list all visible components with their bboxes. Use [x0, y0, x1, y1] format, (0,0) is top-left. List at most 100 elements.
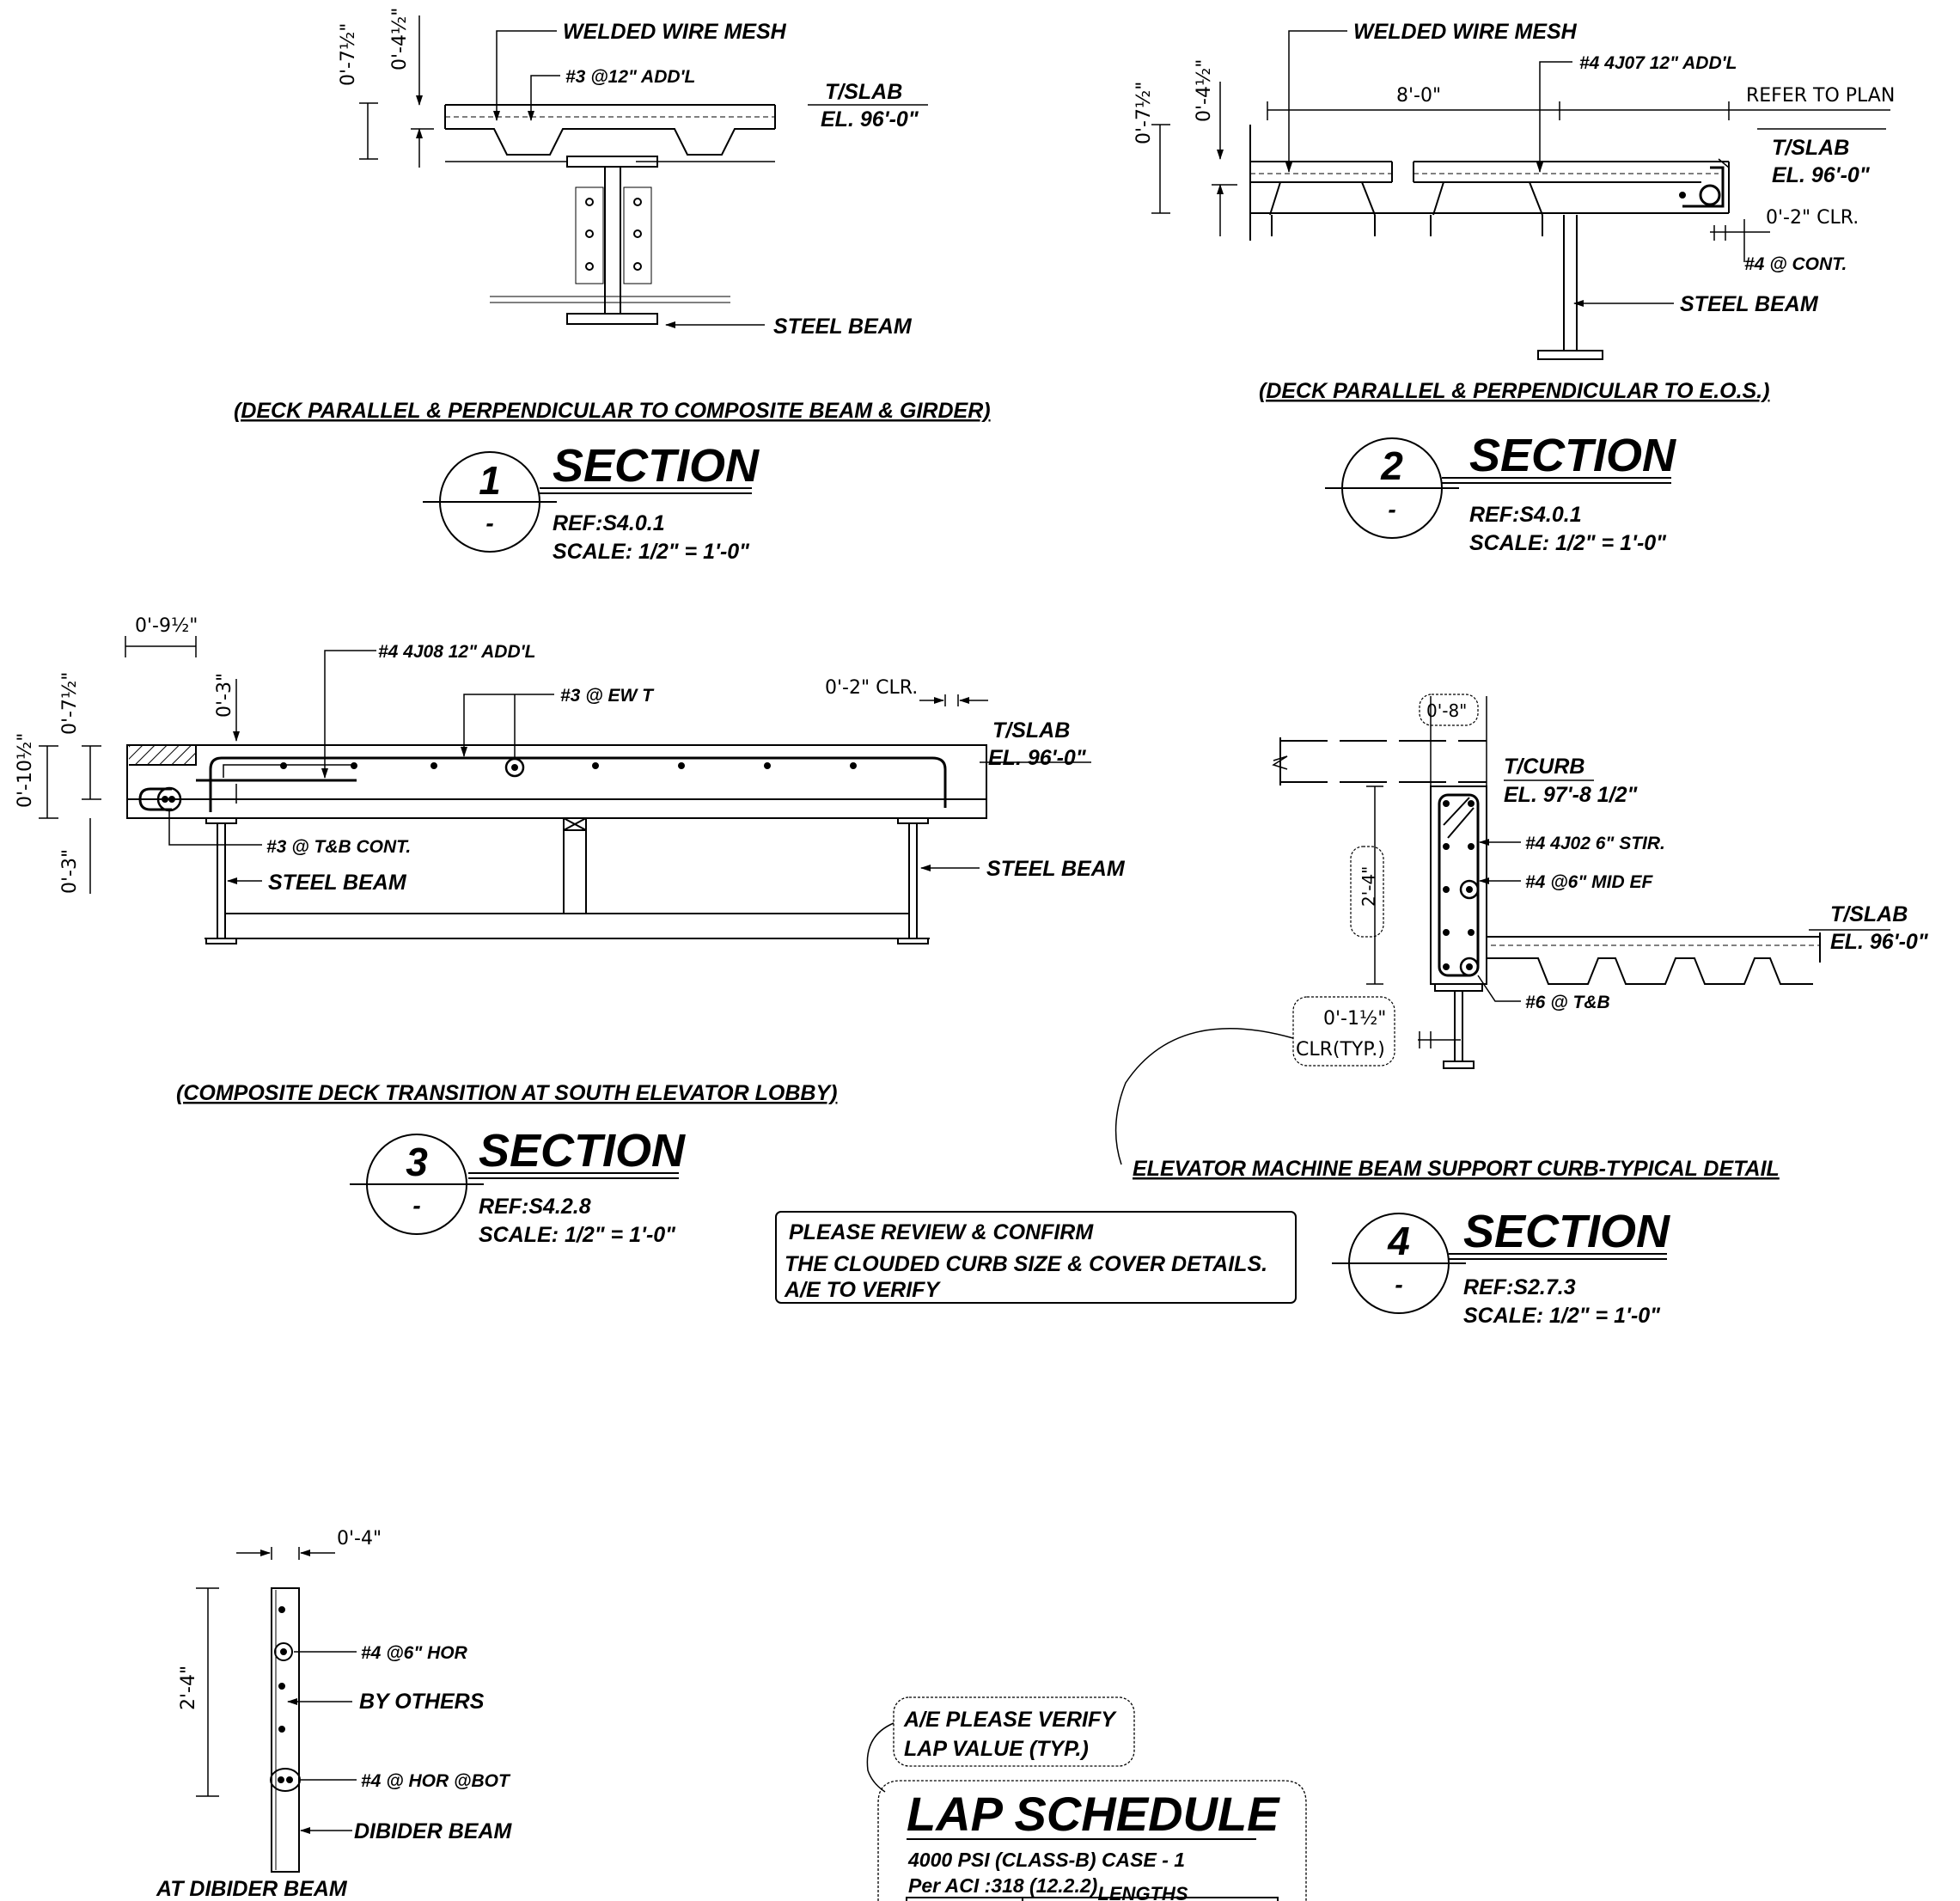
- detail-5-height: 2'-4": [178, 1666, 199, 1710]
- detail-3-steel-beams: [205, 817, 930, 944]
- detail-2-title: SECTION: [1469, 430, 1676, 481]
- detail-5-dibider-beam: 0'-4" 2'-4" #4 @6" HOR BY OTHERS #4 @ HO…: [156, 1528, 513, 1901]
- detail-4-tslab: T/SLAB: [1830, 902, 1908, 926]
- detail-3-dim-c: 0'-10½": [15, 733, 36, 808]
- detail-2-cont-bar: #4 @ CONT.: [1744, 254, 1847, 274]
- detail-4-cover-note: CLR(TYP.): [1296, 1039, 1385, 1061]
- detail-1-dim-inner: 0'-4½": [389, 8, 411, 70]
- detail-2-wwm-label: WELDED WIRE MESH: [1353, 20, 1578, 44]
- detail-3-dim-a: 0'-7½": [59, 672, 81, 735]
- detail-3-section-bubble: [350, 1134, 679, 1235]
- detail-1-ref: REF:S4.0.1: [553, 511, 665, 535]
- review-note-line3: A/E TO VERIFY: [784, 1278, 941, 1302]
- review-note-box: PLEASE REVIEW & CONFIRM THE CLOUDED CURB…: [775, 1211, 1297, 1304]
- detail-4-ref: REF:S2.7.3: [1463, 1275, 1576, 1299]
- detail-4-sheet: -: [1395, 1271, 1402, 1298]
- detail-3-dim-d: 0'-3": [59, 849, 81, 894]
- detail-3-slab: [126, 744, 987, 819]
- detail-3-dimensions: [39, 636, 988, 894]
- detail-2-number: 2: [1380, 443, 1403, 488]
- lap-schedule: LAP SCHEDULE 4000 PSI (CLASS-B) CASE - 1…: [877, 1780, 1307, 1901]
- detail-4-mid-bars: #4 @6" MID EF: [1525, 872, 1653, 892]
- detail-2-scale: SCALE: 1/2" = 1'-0": [1469, 531, 1667, 555]
- detail-1-sheet: -: [485, 510, 493, 536]
- detail-3-bar2-label: #3 @ EW T: [560, 686, 655, 706]
- detail-3-dim-top: 0'-9½": [135, 615, 198, 637]
- detail-1-elevation: EL. 96'-0": [821, 107, 919, 131]
- detail-4-height: 2'-4": [1359, 866, 1379, 907]
- detail-1-section: 0'-7½" 0'-4½" WELDED WIRE MESH #3 @12" A…: [234, 8, 991, 564]
- lap-note-line1: A/E PLEASE VERIFY: [903, 1708, 1117, 1732]
- detail-3-elevation: EL. 96'-0": [988, 746, 1087, 770]
- detail-4-cover: 0'-1½": [1323, 1008, 1386, 1030]
- detail-4-tcurb: T/CURB: [1504, 755, 1584, 779]
- detail-1-leaders: [493, 30, 928, 328]
- detail-2-sheet: -: [1388, 496, 1395, 523]
- detail-2-bar-label: #4 4J07 12" ADD'L: [1579, 53, 1737, 73]
- detail-3-tb-bar: #3 @ T&B CONT.: [266, 837, 411, 857]
- detail-3-sheet: -: [412, 1192, 420, 1219]
- detail-2-leaders: [1285, 30, 1886, 307]
- detail-1-wwm-label: WELDED WIRE MESH: [563, 20, 787, 44]
- detail-1-dim-outer: 0'-7½": [338, 23, 359, 86]
- detail-2-beam-label: STEEL BEAM: [1680, 292, 1819, 316]
- detail-2-steel-beam-shape: [1537, 212, 1603, 360]
- detail-3-tslab: T/SLAB: [992, 718, 1070, 743]
- detail-2-tslab: T/SLAB: [1772, 136, 1849, 160]
- detail-3-title: SECTION: [479, 1125, 686, 1177]
- detail-3-dim-b: 0'-3": [214, 673, 235, 718]
- detail-1-tslab: T/SLAB: [825, 80, 902, 104]
- detail-1-slab: [444, 104, 776, 162]
- lap-schedule-col-header: LENGTHS: [1097, 1883, 1188, 1901]
- detail-4-stirrup: #4 4J02 6" STIR.: [1525, 834, 1665, 853]
- lap-note-cloud: A/E PLEASE VERIFY LAP VALUE (TYP.): [866, 1696, 1135, 1793]
- detail-4-number: 4: [1387, 1219, 1410, 1263]
- detail-5-hor-bars: #4 @6" HOR: [361, 1643, 468, 1663]
- detail-2-section-bubble: [1325, 437, 1671, 539]
- detail-1-beam-label: STEEL BEAM: [773, 315, 913, 339]
- detail-5-wall: [270, 1587, 301, 1873]
- detail-5-dimensions: [196, 1547, 335, 1797]
- review-note-line1: PLEASE REVIEW & CONFIRM: [789, 1220, 1094, 1244]
- detail-1-title: SECTION: [553, 440, 760, 492]
- detail-1-dimensions: [359, 15, 434, 168]
- detail-4-steel-beam-shape: [1434, 983, 1483, 1069]
- detail-4-leaders: [1477, 779, 1890, 1002]
- detail-3-bar1-label: #4 4J08 12" ADD'L: [378, 642, 535, 662]
- detail-5-bot-bars: #4 @ HOR @BOT: [361, 1771, 511, 1791]
- detail-4-el-curb: EL. 97'-8 1/2": [1504, 783, 1639, 807]
- detail-2-slab: [1249, 125, 1730, 241]
- detail-3-leaders: [168, 650, 1091, 884]
- lap-schedule-sub2: Per ACI :318 (12.2.2): [908, 1874, 1097, 1897]
- detail-4-title: SECTION: [1463, 1206, 1670, 1257]
- detail-4-caption: ELEVATOR MACHINE BEAM SUPPORT CURB-TYPIC…: [1133, 1157, 1780, 1181]
- detail-2-section: 0'-7½" 0'-4½" WELDED WIRE MESH #4 4J07 1…: [1133, 20, 1895, 555]
- detail-1-bar-label: #3 @12" ADD'L: [565, 67, 695, 87]
- detail-1-steel-beam-shape: [490, 156, 730, 325]
- detail-2-caption: (DECK PARALLEL & PERPENDICULAR TO E.O.S.…: [1259, 379, 1769, 403]
- detail-2-refer-plan: REFER TO PLAN: [1746, 85, 1895, 107]
- detail-3-scale: SCALE: 1/2" = 1'-0": [479, 1223, 676, 1247]
- detail-1-caption: (DECK PARALLEL & PERPENDICULAR TO COMPOS…: [234, 399, 991, 423]
- detail-3-number: 3: [406, 1140, 428, 1184]
- detail-3-clear: 0'-2" CLR.: [825, 677, 918, 699]
- detail-4-section: 0'-8" 2'-4" 0'-1½" CLR(TYP.) T/CURB EL. …: [1114, 694, 1929, 1328]
- detail-1-section-bubble: [423, 451, 752, 553]
- detail-4-section-bubble: [1332, 1213, 1667, 1314]
- detail-4-scale: SCALE: 1/2" = 1'-0": [1463, 1304, 1661, 1328]
- lap-note-line2: LAP VALUE (TYP.): [904, 1737, 1089, 1761]
- detail-2-dim-inner: 0'-4½": [1194, 59, 1215, 122]
- detail-3-beam-right: STEEL BEAM: [986, 857, 1126, 881]
- review-note-line2: THE CLOUDED CURB SIZE & COVER DETAILS.: [785, 1252, 1267, 1276]
- lap-schedule-sub1: 4000 PSI (CLASS-B) CASE - 1: [907, 1849, 1185, 1871]
- detail-4-revision-clouds: [1292, 694, 1479, 1067]
- detail-4-elevation: EL. 96'-0": [1830, 930, 1929, 954]
- detail-3-caption: (COMPOSITE DECK TRANSITION AT SOUTH ELEV…: [176, 1081, 837, 1105]
- detail-3-ref: REF:S4.2.8: [479, 1195, 591, 1219]
- detail-2-span: 8'-0": [1396, 85, 1441, 107]
- detail-2-clear: 0'-2" CLR.: [1766, 207, 1859, 229]
- detail-2-elevation: EL. 96'-0": [1772, 163, 1871, 187]
- detail-5-width: 0'-4": [337, 1528, 382, 1550]
- detail-2-ref: REF:S4.0.1: [1469, 503, 1582, 527]
